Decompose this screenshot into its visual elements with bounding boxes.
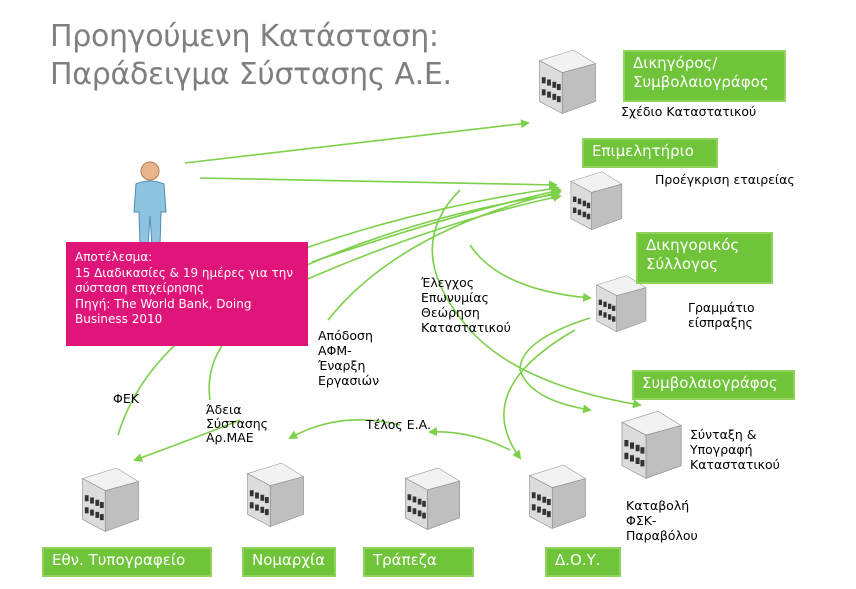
arrow-afm-to-chamber [327,189,562,321]
afm-line-1: Απόδοση [318,328,373,343]
notary-caption-line-1: Σύνταξη & [690,427,757,442]
bar-caption-line-2: είσπραξης [688,315,753,330]
office-building-icon [621,410,682,479]
result-box: Αποτέλεσμα: 15 Διαδικασίες & 19 ημέρες γ… [66,242,308,346]
arrow-person-to-lawyer [184,119,530,164]
bar-caption: Γραμμάτιο είσπραξης [688,300,755,330]
permit-annotation: Άδεια Σύστασης Αρ.ΜΑΕ [206,403,268,445]
arrow-bank-to-prefecture [288,418,401,439]
afm-line-3: Έναρξη [318,358,366,373]
tax-office-label: Δ.Ο.Υ. [545,547,621,577]
capital-tax-annotation: Τέλος Ε.Α. [366,417,432,432]
lawyer-notary-label: Δικηγόρος/ Συμβολαιογράφος [623,50,786,102]
permit-line-3: Αρ.ΜΑΕ [206,430,254,445]
arrow-person-to-chamber [199,177,558,190]
bar-caption-line-1: Γραμμάτιο [688,300,755,315]
slide-title: Προηγούμενη Κατάσταση: Παράδειγμα Σύστασ… [50,18,452,94]
fek-annotation: ΦΕΚ [113,391,139,406]
name-check-line-2: Επωνυμίας [421,290,489,305]
notary-caption: Σύνταξη & Υπογραφή Καταστατικού [690,427,780,472]
arrow-bar-to-notary [519,317,592,414]
arrow-result-to-chamber-1 [299,184,560,251]
office-building-icon [82,467,139,533]
office-building-icon [570,171,623,231]
notary-caption-line-2: Υπογραφή [690,442,753,457]
office-building-icon [404,467,461,531]
person-icon [133,161,167,247]
name-check-line-4: Καταστατικού [421,320,511,335]
prefecture-label: Νομαρχία [242,547,336,577]
office-building-icon [529,464,587,530]
arrow-tax-to-bank [428,427,511,451]
tax-caption-line-3: Παραβόλου [626,528,698,543]
afm-line-4: Εργασιών [318,373,380,388]
bar-line-1: Δικηγορικός [646,236,740,254]
bar-association-label: Δικηγορικός Σύλλογος [636,232,773,284]
office-building-icon [247,462,305,528]
title-line-1: Προηγούμενη Κατάσταση: [50,19,439,54]
result-source: Πηγή: The World Bank, Doing [75,296,252,311]
name-check-line-3: Θεώρηση [421,305,480,320]
result-line-2: σύσταση επιχείρησης [75,281,205,295]
bank-label: Τράπεζα [363,547,474,577]
arrow-chamber-to-notary [431,189,642,409]
arrow-chamber-to-bar [469,244,592,302]
tax-caption-line-2: ΦΣΚ- [626,513,657,528]
result-source-2: Business 2010 [75,312,163,326]
afm-line-2: ΑΦΜ- [318,343,352,358]
office-building-icon [539,49,596,114]
national-printing-label: Εθν. Τυπογραφείο [42,547,212,577]
result-label: Αποτέλεσμα: [75,250,153,264]
arrow-permit-to-chamber [208,193,562,401]
tax-caption-line-1: Καταβολή [626,498,690,513]
permit-line-1: Άδεια [206,402,242,417]
name-check-annotation: Έλεγχος Επωνυμίας Θεώρηση Καταστατικού [421,275,511,335]
lawyer-caption: Σχέδιο Καταστατικού [621,104,757,119]
arrow-result-to-chamber-2 [311,187,562,263]
chamber-label: Επιμελητήριο [582,138,718,168]
lawyer-notary-line-2: Συμβολαιογράφος [633,73,769,91]
notary-label: Συμβολαιογράφος [632,370,795,400]
lawyer-notary-line-1: Δικηγόρος/ [633,54,718,72]
name-check-line-1: Έλεγχος [421,275,475,290]
arrow-prefecture-to-printing [133,419,241,462]
notary-caption-line-3: Καταστατικού [690,457,780,472]
title-line-2: Παράδειγμα Σύστασης Α.Ε. [50,57,452,92]
chamber-caption: Προέγκριση εταιρείας [655,172,795,187]
arrow-notary-to-tax [503,329,576,460]
result-line-1: 15 Διαδικασίες & 19 ημέρες για την [75,265,294,280]
permit-line-2: Σύστασης [206,416,268,431]
bar-line-2: Σύλλογος [646,255,718,273]
afm-annotation: Απόδοση ΑΦΜ- Έναρξη Εργασιών [318,328,379,388]
tax-caption: Καταβολή ΦΣΚ- Παραβόλου [626,498,698,543]
